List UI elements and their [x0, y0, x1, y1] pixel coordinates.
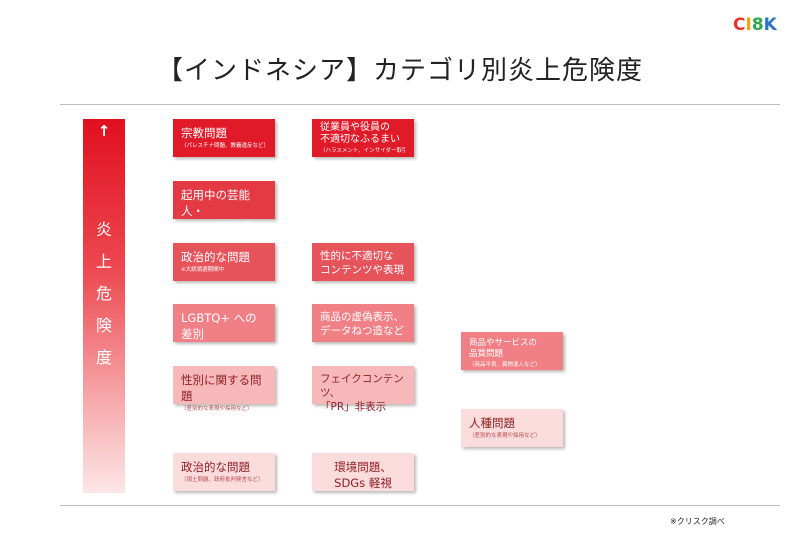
category-label: 環境問題、 SDGs 軽視 — [334, 460, 392, 490]
category-label: 性的に不適切な コンテンツや表現 — [320, 250, 404, 276]
arrow-up-icon: ↑ — [97, 122, 111, 140]
category-label: 宗教問題 — [181, 126, 227, 140]
category-politics-low: 政治的な問題 （領土問題、政府批判発言など） — [173, 453, 275, 491]
logo-letter-i: I — [745, 15, 752, 35]
category-label: 政治的な問題 — [181, 250, 250, 264]
category-product-quality: 商品やサービスの 品質問題 （商品不良、異物混入など） — [461, 332, 563, 370]
bottom-divider — [60, 505, 780, 506]
category-celebrity-scandal: 起用中の芸能人・ KOL の不祥事 — [173, 181, 275, 234]
category-environment: 環境問題、 SDGs 軽視 — [312, 453, 414, 491]
category-lgbtq: LGBTQ+ への 差別 — [173, 304, 275, 342]
brand-logo: CI8K — [733, 14, 777, 36]
category-religion: 宗教問題 （パレスチナ問題、教義違反など） — [173, 119, 275, 157]
category-note: （差別的な表現や採用など） — [181, 406, 253, 412]
category-politics-high: 政治的な問題 ※大統領選期間中 — [173, 243, 275, 281]
risk-axis-label: 炎 上 危 険 度 — [95, 220, 112, 367]
category-label: 従業員や役員の 不適切なふるまい — [320, 122, 400, 145]
logo-letter-k: K — [763, 15, 777, 35]
category-label: 商品やサービスの 品質問題 — [469, 338, 538, 359]
logo-letter-8: 8 — [751, 15, 764, 35]
category-false-labeling: 商品の虚偽表示、 データねつ造など — [312, 304, 414, 342]
category-label: LGBTQ+ への 差別 — [181, 311, 257, 341]
category-race: 人種問題 （差別的な表現や採用など） — [461, 409, 563, 447]
category-sexual-content: 性的に不適切な コンテンツや表現 — [312, 243, 414, 281]
logo-letter-c: C — [733, 15, 746, 35]
category-note: ※大統領選期間中 — [181, 267, 225, 273]
category-fake-content: フェイクコンテンツ、 「PR」非表示 — [312, 366, 414, 413]
category-note: （パレスチナ問題、教義違反など） — [181, 143, 267, 149]
category-label: 起用中の芸能人・ KOL の不祥事 — [181, 188, 254, 234]
category-note: （領土問題、政府批判発言など） — [181, 477, 264, 483]
category-label: 人種問題 — [469, 416, 515, 430]
top-divider — [60, 104, 780, 105]
category-label: 性別に関する問題 — [181, 373, 262, 403]
source-note: ※クリスク調べ — [670, 517, 725, 526]
page-title: 【インドネシア】カテゴリ別炎上危険度 — [156, 56, 643, 86]
category-label: 商品の虚偽表示、 データねつ造など — [320, 311, 404, 337]
category-note: （商品不良、異物混入など） — [469, 362, 541, 368]
category-note: （差別的な表現や採用など） — [469, 433, 541, 439]
category-label: 政治的な問題 — [181, 460, 250, 474]
category-label: フェイクコンテンツ、 「PR」非表示 — [320, 373, 404, 413]
risk-axis-bar — [83, 119, 125, 493]
category-gender: 性別に関する問題 （差別的な表現や採用など） — [173, 366, 275, 412]
category-note: （ハラスメント、インサイダー取引など） — [320, 148, 406, 154]
category-staff-misconduct: 従業員や役員の 不適切なふるまい （ハラスメント、インサイダー取引など） — [312, 119, 414, 157]
